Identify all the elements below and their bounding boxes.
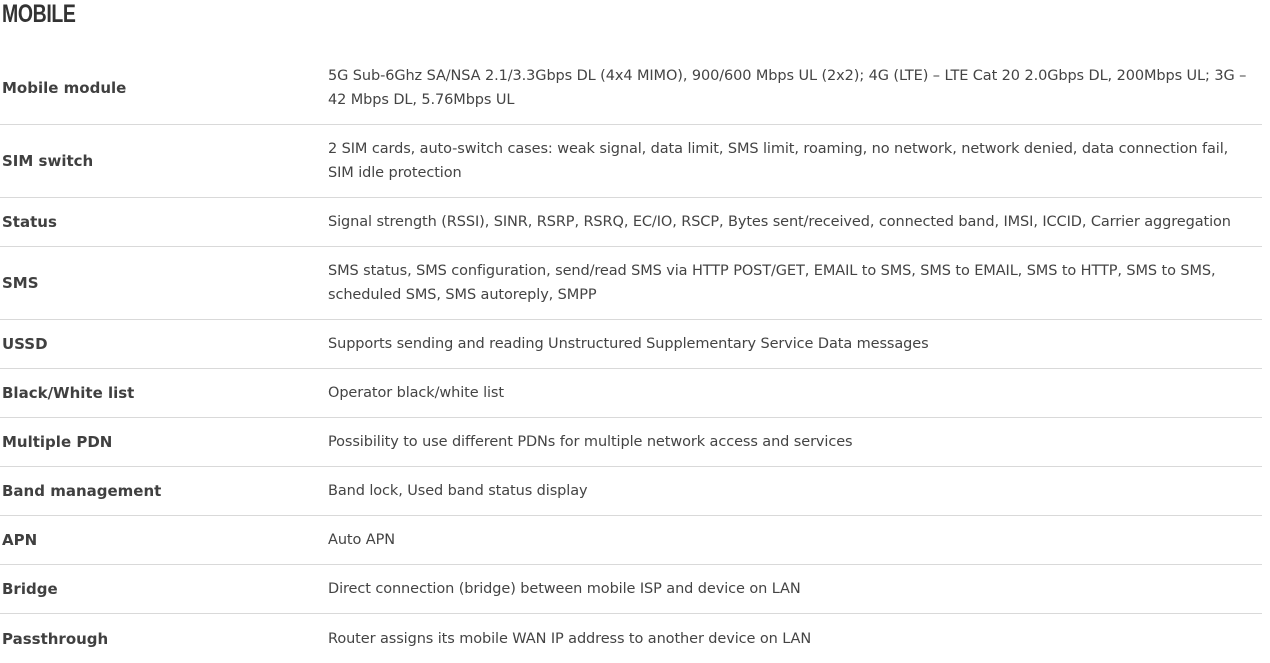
spec-value: Direct connection (bridge) between mobil… xyxy=(328,581,801,597)
spec-value: Signal strength (RSSI), SINR, RSRP, RSRQ… xyxy=(328,214,1231,230)
spec-row-black-white-list: Black/White list Operator black/white li… xyxy=(0,369,1262,418)
spec-label: Mobile module xyxy=(2,79,127,97)
spec-label: SIM switch xyxy=(2,152,94,170)
spec-row-sim-switch: SIM switch 2 SIM cards, auto-switch case… xyxy=(0,125,1262,198)
spec-row-multiple-pdn: Multiple PDN Possibility to use differen… xyxy=(0,418,1262,467)
spec-label: Black/White list xyxy=(2,384,135,402)
spec-label: Status xyxy=(2,213,57,231)
spec-value: Possibility to use different PDNs for mu… xyxy=(328,434,853,450)
spec-row-ussd: USSD Supports sending and reading Unstru… xyxy=(0,320,1262,369)
spec-row-sms: SMS SMS status, SMS configuration, send/… xyxy=(0,247,1262,320)
spec-row-band-management: Band management Band lock, Used band sta… xyxy=(0,467,1262,516)
spec-row-status: Status Signal strength (RSSI), SINR, RSR… xyxy=(0,198,1262,247)
spec-label: SMS xyxy=(2,274,39,292)
spec-label: USSD xyxy=(2,335,48,353)
spec-row-apn: APN Auto APN xyxy=(0,516,1262,565)
spec-label: Passthrough xyxy=(2,629,109,648)
spec-value: SMS status, SMS configuration, send/read… xyxy=(328,263,1216,303)
spec-label: Bridge xyxy=(2,580,58,598)
spec-value: Auto APN xyxy=(328,532,395,548)
spec-value: Supports sending and reading Unstructure… xyxy=(328,336,929,352)
spec-row-bridge: Bridge Direct connection (bridge) betwee… xyxy=(0,565,1262,614)
spec-value: 5G Sub-6Ghz SA/NSA 2.1/3.3Gbps DL (4x4 M… xyxy=(328,68,1247,108)
spec-row-mobile-module: Mobile module 5G Sub-6Ghz SA/NSA 2.1/3.3… xyxy=(0,52,1262,125)
spec-value: Band lock, Used band status display xyxy=(328,483,588,499)
spec-label: APN xyxy=(2,531,38,549)
spec-value: Operator black/white list xyxy=(328,385,504,401)
section-title: MOBILE xyxy=(2,0,76,28)
spec-label: Band management xyxy=(2,482,162,500)
spec-table: Mobile module 5G Sub-6Ghz SA/NSA 2.1/3.3… xyxy=(0,52,1262,663)
spec-label: Multiple PDN xyxy=(2,433,113,451)
spec-row-passthrough: Passthrough Router assigns its mobile WA… xyxy=(0,614,1262,663)
spec-value: Router assigns its mobile WAN IP address… xyxy=(328,630,812,647)
spec-value: 2 SIM cards, auto-switch cases: weak sig… xyxy=(328,141,1229,181)
